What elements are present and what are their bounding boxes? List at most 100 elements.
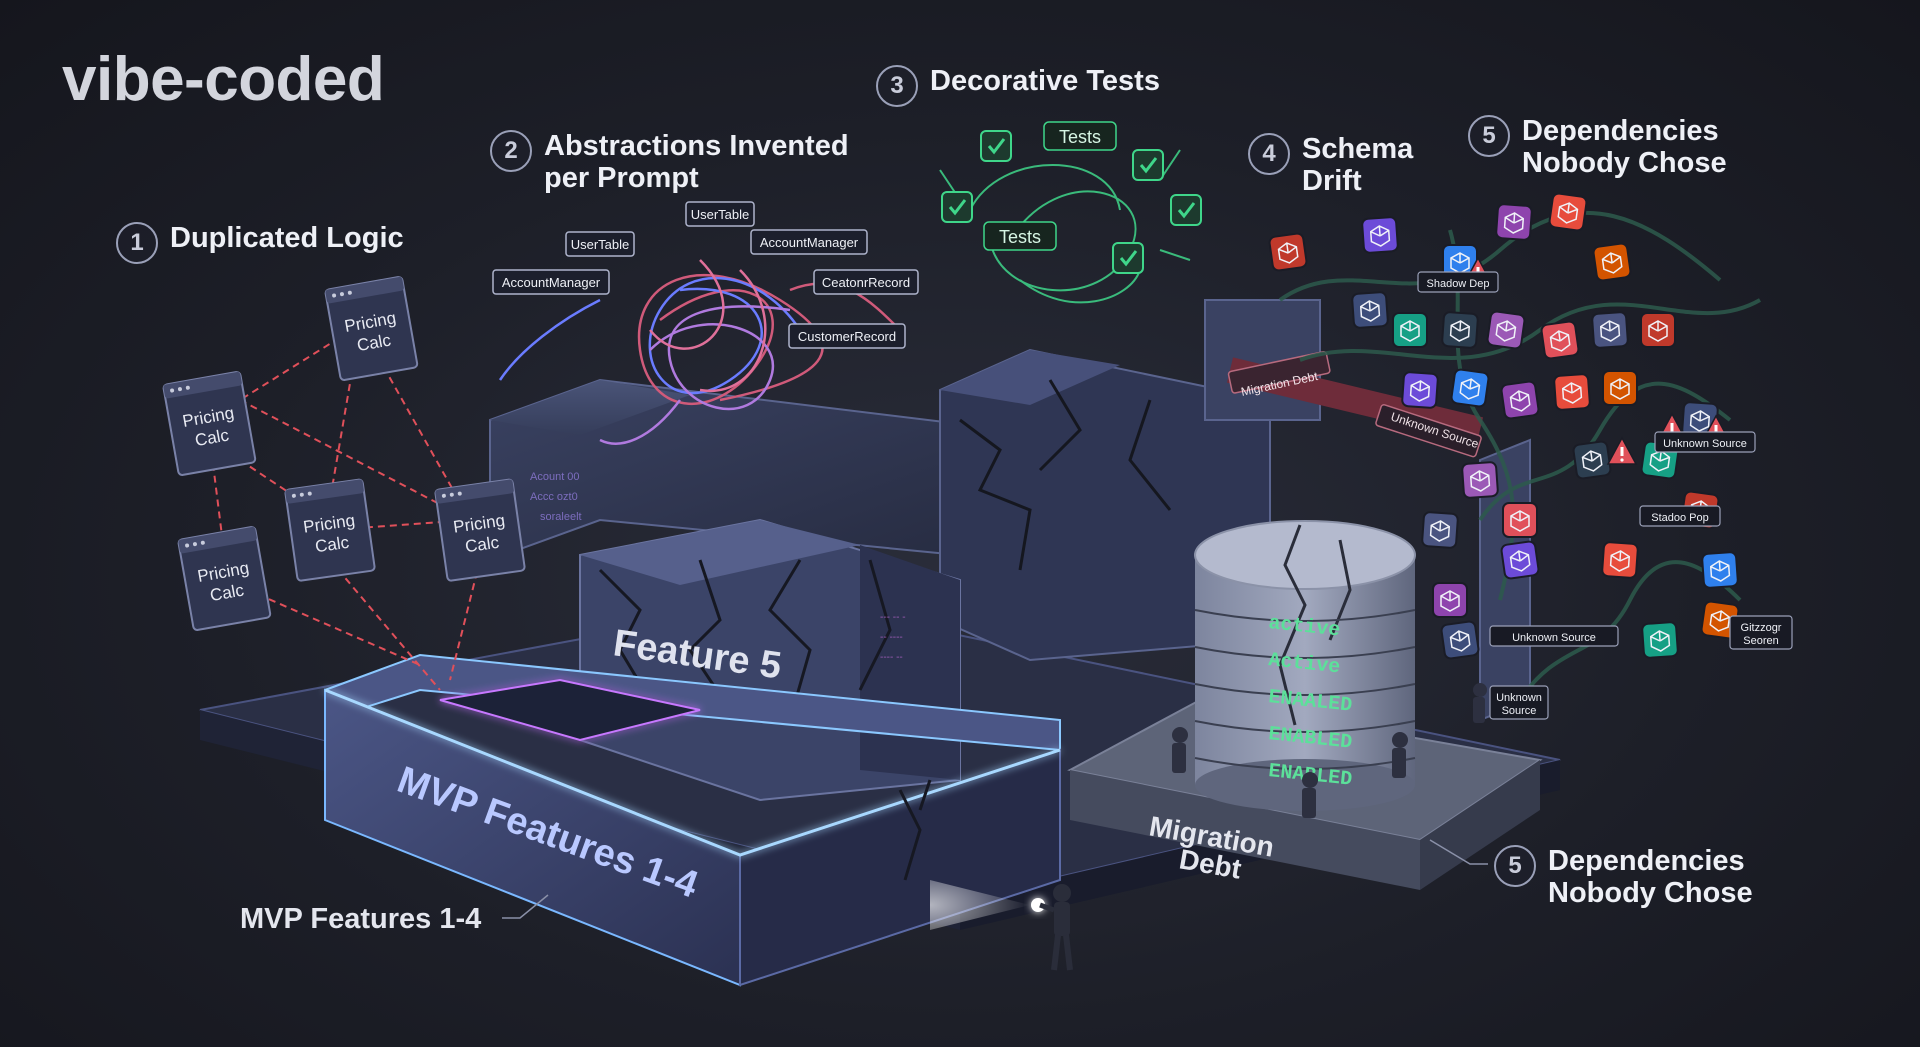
abstraction-tag: UserTable bbox=[685, 201, 755, 227]
package-cube-icon bbox=[1351, 291, 1389, 329]
flashlight-person bbox=[930, 880, 1073, 971]
callout-number: 1 bbox=[116, 222, 158, 264]
package-cube-icon bbox=[1500, 380, 1540, 420]
mvp-leader-line bbox=[502, 894, 549, 919]
svg-text:Accc ozt0: Accc ozt0 bbox=[530, 491, 578, 503]
package-cube-icon bbox=[1486, 310, 1526, 350]
worker-figures bbox=[1172, 683, 1487, 818]
svg-text:Unknown: Unknown bbox=[1496, 692, 1542, 704]
abstraction-tag: AccountManager bbox=[750, 229, 868, 255]
svg-text:CeatonrRecord: CeatonrRecord bbox=[822, 275, 910, 290]
package-cube-icon bbox=[1441, 311, 1479, 349]
mvp-block: MVP Features 1-4 bbox=[324, 653, 1061, 987]
dependency-tag: Unknown Source bbox=[1489, 625, 1619, 647]
callout-text: Dependencies Nobody Chose bbox=[1522, 115, 1727, 179]
svg-text:Stadoo Pop: Stadoo Pop bbox=[1651, 512, 1709, 524]
svg-text:Unknown Source: Unknown Source bbox=[1663, 438, 1747, 450]
package-cube-icon bbox=[1461, 461, 1499, 499]
callout-text: Schema Drift bbox=[1302, 133, 1414, 197]
callout-decorative-tests: 3 Decorative Tests bbox=[876, 65, 1160, 107]
pricing-line2: Calc bbox=[464, 533, 501, 557]
callout-number: 3 bbox=[876, 65, 918, 107]
package-cube-icon bbox=[1640, 312, 1676, 348]
package-cube-icon bbox=[1268, 232, 1308, 272]
package-cube-icon bbox=[1432, 582, 1468, 618]
package-cube-icon bbox=[1500, 540, 1540, 580]
svg-text:UserTable: UserTable bbox=[571, 237, 630, 252]
package-cube-icon bbox=[1572, 440, 1612, 480]
svg-text:soraleelt: soraleelt bbox=[540, 511, 582, 523]
flashlight-icon bbox=[1031, 898, 1045, 912]
callout-number: 5 bbox=[1468, 115, 1510, 157]
dependency-icons bbox=[1268, 192, 1740, 660]
package-cube-icon bbox=[1440, 620, 1480, 660]
package-cube-icon bbox=[1392, 312, 1428, 348]
abstraction-tag: CustomerRecord bbox=[788, 323, 906, 349]
abstraction-tag: AccountManager bbox=[492, 269, 610, 295]
package-cube-icon bbox=[1701, 551, 1739, 589]
deps-leader-line bbox=[1429, 839, 1488, 865]
svg-text:UserTable: UserTable bbox=[691, 207, 750, 222]
callout-schema-drift: 4 Schema Drift bbox=[1248, 133, 1413, 197]
package-cube-icon bbox=[1700, 600, 1740, 640]
pricing-windows: PricingCalcPricingCalcPricingCalcPricing… bbox=[162, 276, 526, 631]
svg-text:Seoren: Seoren bbox=[1743, 635, 1778, 647]
abstraction-tags: UserTableUserTableAccountManagerAccountM… bbox=[492, 201, 919, 349]
callout-number: 2 bbox=[490, 130, 532, 172]
svg-text:AccountManager: AccountManager bbox=[760, 235, 859, 250]
package-cube-icon bbox=[1601, 541, 1639, 579]
package-cube-icon bbox=[1401, 371, 1439, 409]
db-band: ENAALED bbox=[1194, 683, 1416, 718]
warning-icon bbox=[1606, 436, 1638, 465]
dependency-tag: Shadow Dep bbox=[1417, 271, 1499, 293]
callout-text: Duplicated Logic bbox=[170, 222, 404, 254]
svg-text:--- -- -: --- -- - bbox=[880, 612, 906, 623]
callout-text: Abstractions Invented per Prompt bbox=[544, 130, 849, 194]
test-icons bbox=[941, 130, 1202, 274]
page-title: vibe-coded bbox=[62, 45, 385, 114]
svg-text:CustomerRecord: CustomerRecord bbox=[798, 329, 896, 344]
tests-label: Tests bbox=[1043, 121, 1117, 151]
package-cube-icon bbox=[1602, 370, 1638, 406]
pricing-line2: Calc bbox=[314, 533, 351, 557]
callout-text: Decorative Tests bbox=[930, 65, 1160, 97]
svg-text:Tests: Tests bbox=[999, 227, 1041, 247]
package-cube-icon bbox=[1548, 192, 1588, 232]
svg-text:Source: Source bbox=[1502, 705, 1537, 717]
test-check-icon bbox=[1112, 242, 1144, 274]
svg-text:Gitzzogr: Gitzzogr bbox=[1741, 622, 1782, 634]
package-cube-icon bbox=[1361, 216, 1399, 254]
mvp-features-label: MVP Features 1-4 bbox=[240, 903, 482, 935]
callout-dependencies-bottom: 5 Dependencies Nobody Chose bbox=[1494, 845, 1753, 909]
svg-text:---- --: ---- -- bbox=[880, 652, 903, 663]
package-cube-icon bbox=[1540, 320, 1580, 360]
abstraction-tag: UserTable bbox=[565, 231, 635, 257]
callout-dependencies: 5 Dependencies Nobody Chose bbox=[1468, 115, 1727, 179]
database-cylinder bbox=[1194, 520, 1416, 811]
test-check-icon bbox=[1132, 149, 1164, 181]
svg-text:AccountManager: AccountManager bbox=[502, 275, 601, 290]
straps: Migration Debt Unknown Source bbox=[1226, 351, 1484, 458]
vines bbox=[1278, 211, 1761, 702]
test-check-icon bbox=[941, 191, 973, 223]
dependency-tag: Stadoo Pop bbox=[1639, 505, 1721, 527]
callout-text: Dependencies Nobody Chose bbox=[1548, 845, 1753, 909]
package-cube-icon bbox=[1450, 368, 1490, 408]
package-cube-icon bbox=[1495, 203, 1533, 241]
abstraction-tag: CeatonrRecord bbox=[813, 269, 919, 295]
package-cube-icon bbox=[1553, 373, 1591, 411]
callout-abstractions: 2 Abstractions Invented per Prompt bbox=[490, 130, 849, 194]
callout-number: 4 bbox=[1248, 133, 1290, 175]
callout-number: 5 bbox=[1494, 845, 1536, 887]
